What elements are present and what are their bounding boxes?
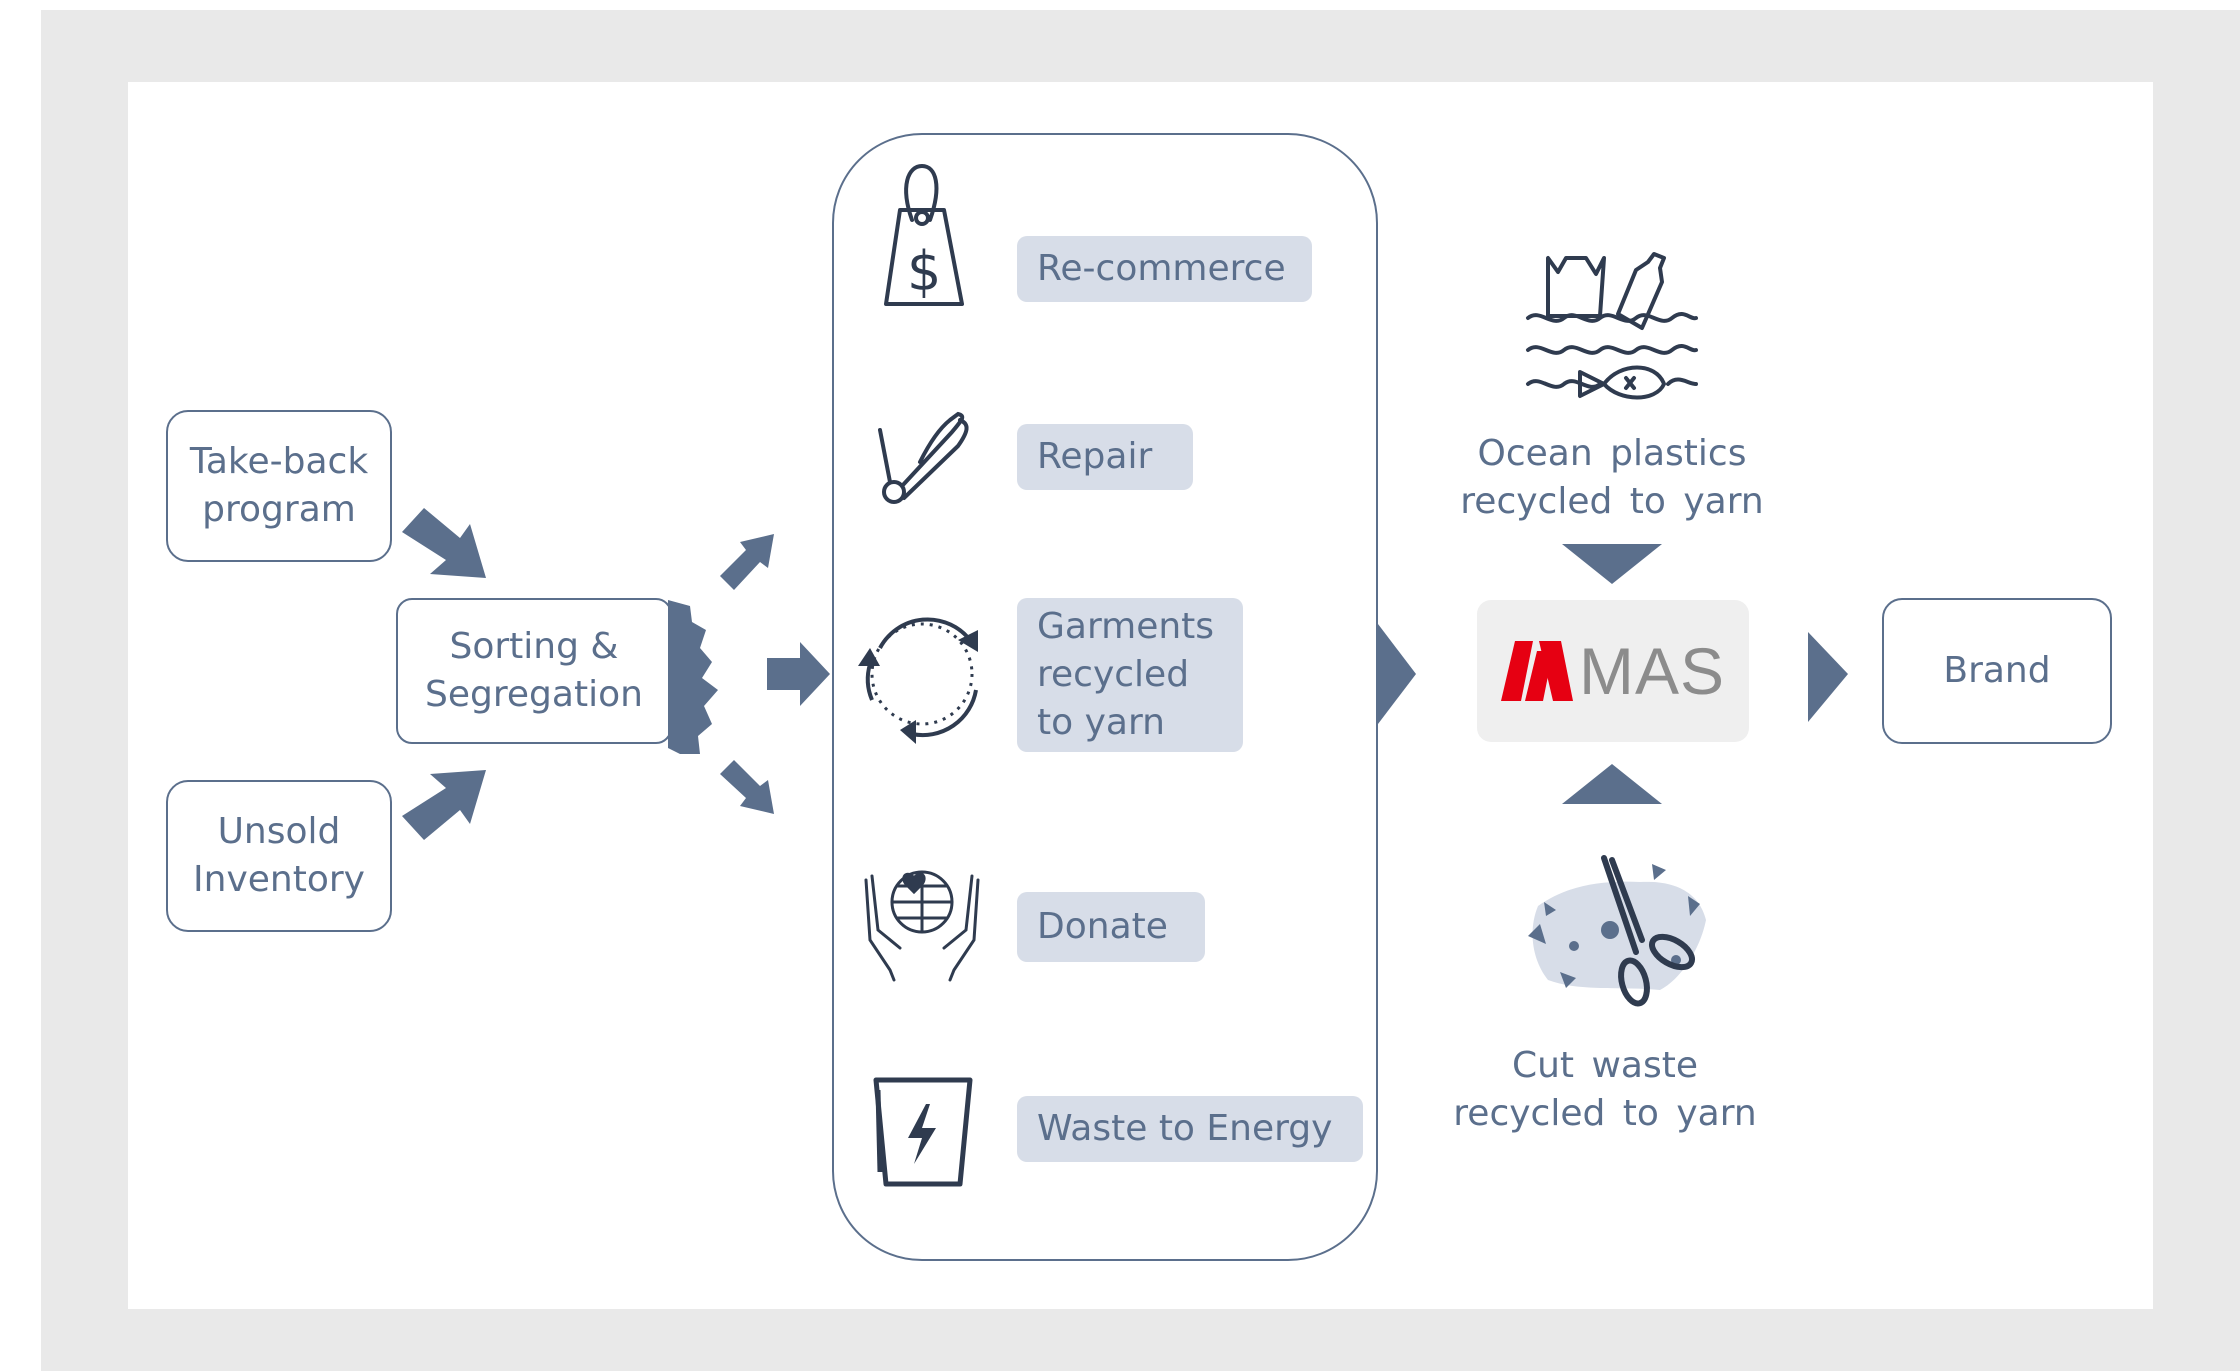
arrow-out-down	[720, 760, 774, 814]
sorting-segregation-box: Sorting & Segregation	[396, 598, 672, 744]
arrow-to-mas	[1378, 624, 1416, 724]
arrow-unsold-to-sorting	[402, 770, 486, 840]
arrow-to-brand	[1808, 632, 1848, 722]
unsold-inventory-box: Unsold Inventory	[166, 780, 392, 932]
takeback-program-box: Take-back program	[166, 410, 392, 562]
cut-waste-caption: Cut waste recycled to yarn	[1453, 1045, 1757, 1134]
hands-heart-globe-icon	[864, 870, 980, 982]
options-container	[832, 133, 1378, 1261]
scissors-fabric-icon	[1528, 855, 1706, 1007]
arrow-takeback-to-sorting	[402, 508, 486, 578]
mas-logo-mark	[1500, 641, 1573, 701]
brand-box: Brand	[1882, 598, 2112, 744]
price-tag-dollar-icon: $	[884, 164, 964, 306]
arrow-ocean-to-mas	[1562, 544, 1662, 584]
donate-label: Donate	[1017, 892, 1205, 962]
ocean-plastic-icon	[1526, 252, 1698, 400]
gear-icon	[668, 600, 718, 754]
arrow-out-right	[767, 642, 830, 706]
energy-bin-icon	[873, 1077, 973, 1187]
mas-logo: MAS	[1477, 600, 1749, 742]
recommerce-label: Re-commerce	[1017, 236, 1312, 302]
garments-recycled-label: Garments recycled to yarn	[1017, 598, 1243, 752]
mas-logo-text: MAS	[1578, 634, 1726, 708]
ocean-plastics-caption: Ocean plastics recycled to yarn	[1460, 433, 1764, 522]
repair-label: Repair	[1017, 424, 1193, 490]
arrow-out-up	[720, 534, 774, 590]
recycle-circle-icon	[858, 617, 978, 744]
waste-to-energy-label: Waste to Energy	[1017, 1096, 1363, 1162]
safety-pin-icon	[878, 411, 969, 504]
arrow-cutwaste-to-mas	[1562, 764, 1662, 804]
svg-text:$: $	[907, 240, 941, 303]
